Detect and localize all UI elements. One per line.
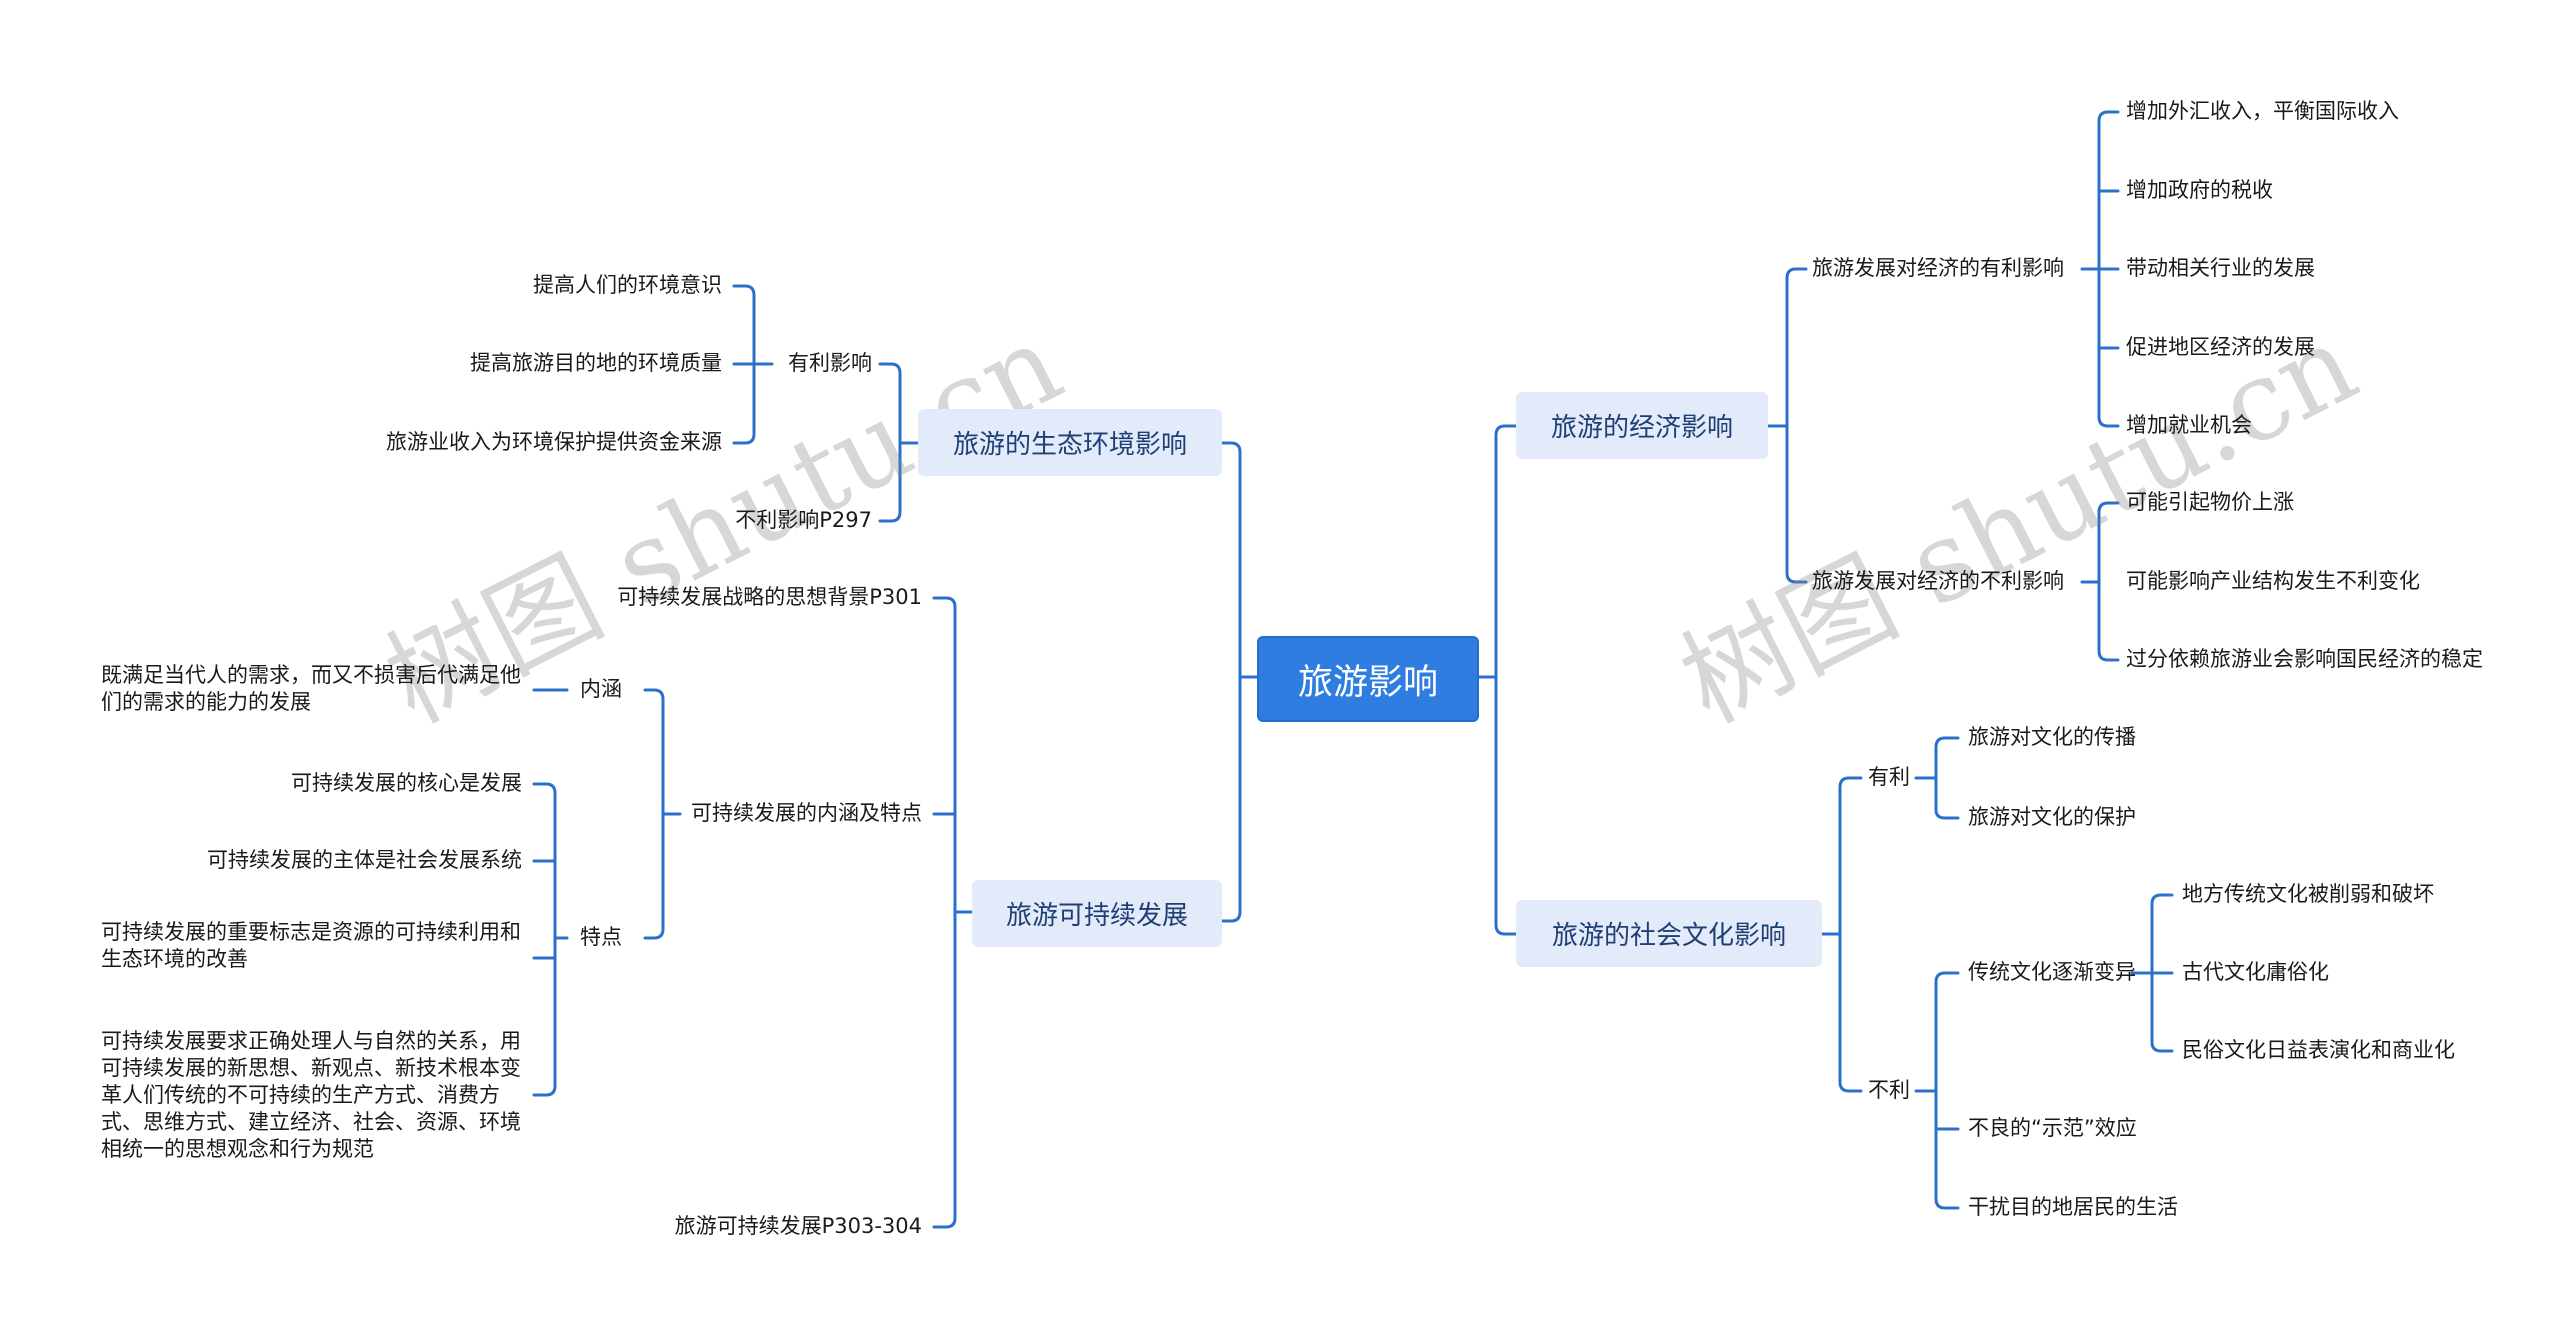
- econ-favorable-item[interactable]: 增加政府的税收: [2126, 178, 2273, 202]
- connector-social-favorable: [1914, 736, 1960, 820]
- culture-change-item[interactable]: 地方传统文化被削弱和破坏: [2182, 882, 2434, 906]
- branch-eco-environment[interactable]: 旅游的生态环境影响: [918, 409, 1222, 476]
- connector-features: [532, 782, 569, 1097]
- econ-unfavorable-item[interactable]: 可能引起物价上涨: [2126, 490, 2294, 514]
- econ-unfavorable-item[interactable]: 可能影响产业结构发生不利变化: [2126, 569, 2420, 593]
- econ-favorable-item[interactable]: 增加外汇收入，平衡国际收入: [2126, 99, 2399, 123]
- connector-social-unfavorable: [1914, 971, 1960, 1210]
- disturb-residents-node[interactable]: 干扰目的地居民的生活: [1968, 1195, 2178, 1219]
- culture-change-node[interactable]: 传统文化逐渐变异: [1968, 960, 2136, 984]
- features-node[interactable]: 特点: [580, 925, 622, 949]
- eco-favorable-item[interactable]: 提高人们的环境意识: [533, 273, 722, 297]
- connotation-node[interactable]: 内涵: [580, 677, 622, 701]
- feature-item[interactable]: 可持续发展的重要标志是资源的可持续利用和生态环境的改善: [101, 920, 521, 971]
- connector-economic: [1766, 267, 1808, 584]
- connector-connotation-features: [643, 688, 682, 940]
- branch-sustainable[interactable]: 旅游可持续发展: [972, 880, 1222, 947]
- feature-item[interactable]: 可持续发展的主体是社会发展系统: [207, 848, 522, 872]
- econ-favorable-node[interactable]: 旅游发展对经济的有利影响: [1812, 256, 2064, 280]
- connector-eco-env: [878, 362, 920, 523]
- econ-unfavorable-item[interactable]: 过分依赖旅游业会影响国民经济的稳定: [2126, 647, 2483, 671]
- econ-favorable-item[interactable]: 增加就业机会: [2126, 413, 2252, 437]
- connector-social: [1820, 776, 1863, 1093]
- eco-unfavorable-node[interactable]: 不利影响P297: [735, 508, 872, 532]
- connotation-text[interactable]: 既满足当代人的需求，而又不损害后代满足他们的需求的能力的发展: [101, 663, 521, 714]
- branch-social-culture[interactable]: 旅游的社会文化影响: [1516, 900, 1822, 967]
- branch-economic[interactable]: 旅游的经济影响: [1516, 392, 1768, 459]
- feature-item[interactable]: 可持续发展的核心是发展: [291, 771, 522, 795]
- root-node[interactable]: 旅游影响: [1257, 636, 1479, 722]
- econ-favorable-item[interactable]: 促进地区经济的发展: [2126, 335, 2315, 359]
- connector-eco-favorable: [732, 284, 774, 445]
- econ-favorable-item[interactable]: 带动相关行业的发展: [2126, 256, 2315, 280]
- sustainable-background-node[interactable]: 可持续发展战略的思想背景P301: [617, 585, 922, 609]
- eco-favorable-item[interactable]: 旅游业收入为环境保护提供资金来源: [386, 430, 722, 454]
- connector-change: [2130, 893, 2174, 1053]
- feature-item[interactable]: 可持续发展要求正确处理人与自然的关系，用可持续发展的新思想、新观点、新技术根本变…: [101, 1029, 521, 1161]
- connector-econ-favorable: [2080, 110, 2120, 428]
- social-favorable-item[interactable]: 旅游对文化的保护: [1968, 805, 2136, 829]
- culture-change-item[interactable]: 民俗文化日益表演化和商业化: [2182, 1038, 2455, 1062]
- eco-favorable-node[interactable]: 有利影响: [788, 351, 872, 375]
- demonstration-effect-node[interactable]: 不良的“示范”效应: [1968, 1116, 2137, 1140]
- connector-econ-unfavorable: [2080, 501, 2120, 662]
- social-favorable-node[interactable]: 有利: [1868, 765, 1910, 789]
- social-favorable-item[interactable]: 旅游对文化的传播: [1968, 725, 2136, 749]
- sustainable-p303-node[interactable]: 旅游可持续发展P303-304: [674, 1214, 922, 1238]
- connector-root-left: [1220, 441, 1259, 923]
- social-unfavorable-node[interactable]: 不利: [1868, 1078, 1910, 1102]
- connector-root-right: [1475, 424, 1518, 936]
- eco-favorable-item[interactable]: 提高旅游目的地的环境质量: [470, 351, 722, 375]
- connector-sustainable: [932, 596, 974, 1229]
- econ-unfavorable-node[interactable]: 旅游发展对经济的不利影响: [1812, 569, 2064, 593]
- culture-change-item[interactable]: 古代文化庸俗化: [2182, 960, 2329, 984]
- connotation-features-node[interactable]: 可持续发展的内涵及特点: [691, 801, 922, 825]
